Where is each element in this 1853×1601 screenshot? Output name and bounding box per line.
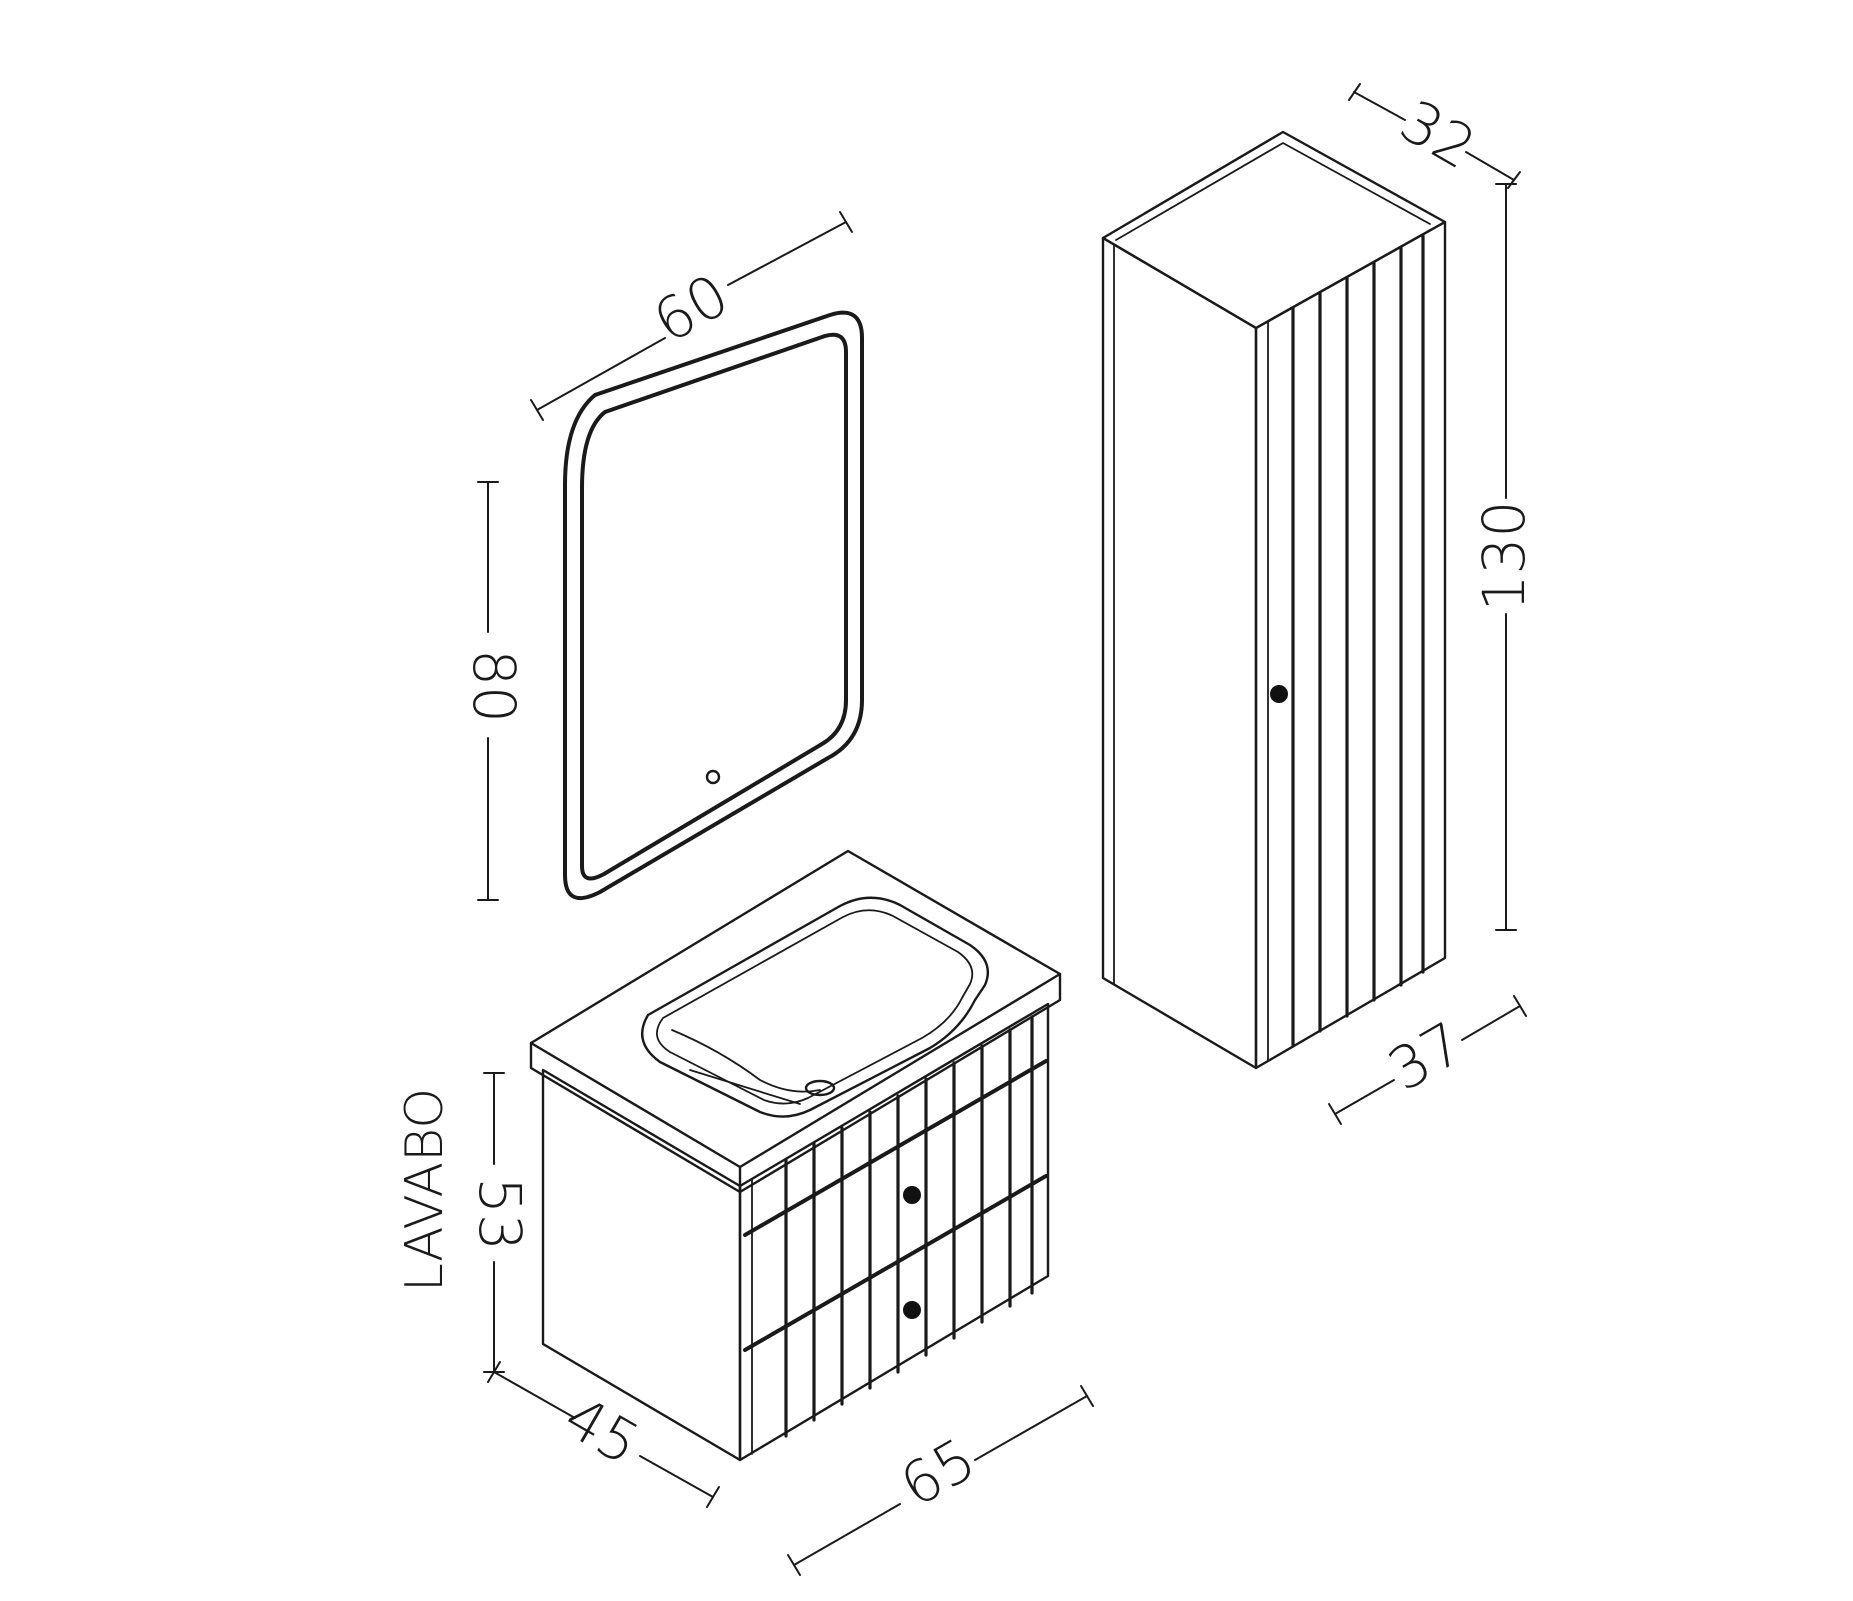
washbasin-outer: [640, 896, 990, 1118]
cabinet-top: [1101, 130, 1447, 330]
cabinet-width-label: 37: [1377, 1009, 1475, 1105]
cabinet-depth-dimension: 32: [1348, 83, 1521, 189]
tall-cabinet: [1101, 130, 1447, 1070]
mirror-height-label: 80: [460, 649, 528, 723]
washbasin-inner: [656, 909, 974, 1105]
vanity-bottom-drawer-knob-icon: [903, 1301, 921, 1319]
cabinet-knob-icon: [1270, 685, 1288, 703]
vanity-front: [738, 1002, 1050, 1462]
vanity-left-side: [541, 1068, 742, 1462]
vanity-depth-label: 45: [553, 1383, 651, 1479]
cabinet-height-dimension: 130: [1470, 183, 1538, 931]
cabinet-grooves: [1291, 234, 1425, 1048]
vanity-width-dimension: 65: [787, 1385, 1094, 1576]
vanity-top-drawer-knob-icon: [903, 1186, 921, 1204]
cabinet-front-door: [1254, 220, 1447, 1070]
touch-sensor-icon: [705, 769, 721, 785]
mirror-width-dimension: 60: [530, 211, 853, 421]
vanity-height-dimension: 53: [466, 1072, 534, 1373]
cabinet-width-dimension: 37: [1328, 995, 1527, 1125]
vanity-side-label: LAVABO: [395, 1088, 455, 1292]
drain-icon: [804, 1079, 836, 1097]
vanity-grooves: [784, 1015, 1034, 1438]
cabinet-left-side: [1101, 236, 1258, 1070]
mirror-outer-frame: [563, 310, 864, 901]
cabinet-height-label: 130: [1470, 501, 1538, 612]
led-mirror: [563, 310, 864, 901]
cabinet-depth-label: 32: [1389, 87, 1487, 183]
vanity-height-label: 53: [466, 1177, 534, 1251]
vanity-width-label: 65: [889, 1425, 987, 1521]
vanity-unit: [529, 849, 1062, 1462]
mirror-height-dimension: 80: [460, 481, 528, 901]
mirror-inner-frame: [580, 332, 848, 881]
vanity-depth-dimension: 45: [487, 1361, 720, 1508]
